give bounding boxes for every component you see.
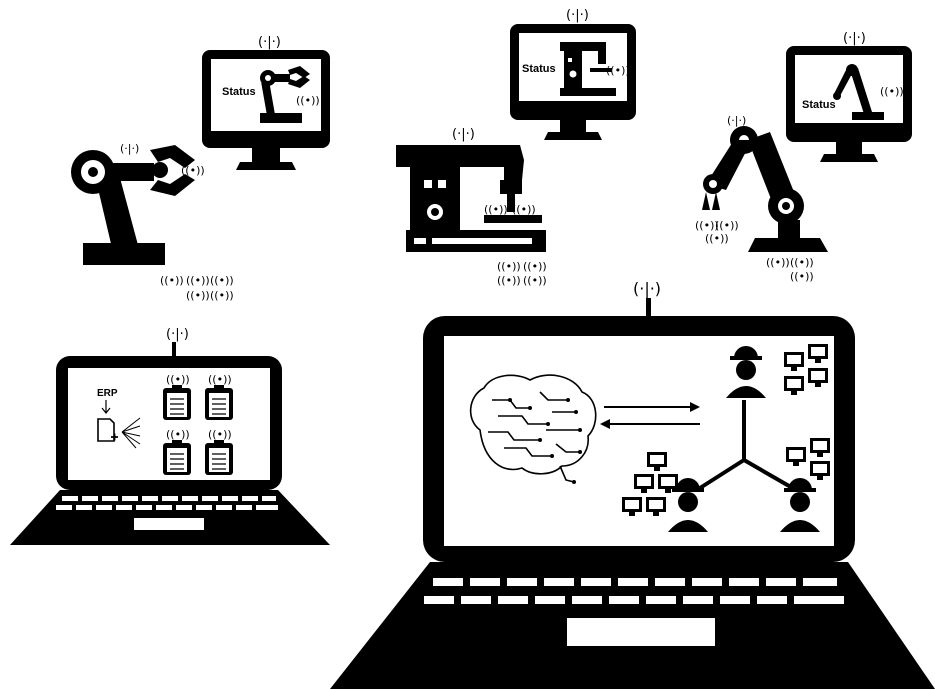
mini-monitor-icon <box>808 368 828 387</box>
monitor-robot-status-right: (·|·) Status ((•)) <box>786 31 912 162</box>
worker-helmet-icon <box>726 346 766 398</box>
worker-network <box>668 346 820 532</box>
mini-monitor-icon <box>784 376 804 395</box>
wireless-signal-icon: ((•)) <box>497 260 521 273</box>
antenna-icon: (·|·) <box>452 127 475 142</box>
wireless-signal-icon: ((•)) <box>880 85 904 98</box>
wireless-signal-icon: ((•)) <box>296 94 320 107</box>
status-label: Status <box>222 86 256 98</box>
antenna-icon: (·|·) <box>120 142 139 155</box>
milling-machine-icon: (·|·) ((•)) ((•)) <box>396 127 546 252</box>
wireless-signal-icon: ((•)) <box>790 270 814 283</box>
erp-laptop: (·|·) ERP <box>10 327 330 545</box>
wireless-signal-icon: ((•)) <box>695 219 719 232</box>
mini-monitor-cluster <box>784 344 828 395</box>
wireless-signal-icon: ((•)) <box>166 428 190 441</box>
antenna-icon: (·|·) <box>166 327 189 342</box>
keyboard <box>424 578 844 646</box>
antenna-icon: (·|·) <box>633 279 661 298</box>
wireless-signal-icon: ((•)) <box>715 219 739 232</box>
erp-label: ERP <box>97 388 118 399</box>
status-label: Status <box>802 99 836 111</box>
mini-monitor-icon <box>658 474 678 493</box>
worker-helmet-icon <box>780 478 820 532</box>
wireless-signal-icon: ((•)) <box>705 232 729 245</box>
wireless-signal-icon: ((•)) <box>512 203 536 216</box>
wireless-signal-icon: ((•)) <box>790 256 814 269</box>
wireless-signal-icon: ((•)) <box>166 373 190 386</box>
wireless-signal-icon: ((•)) <box>606 64 630 77</box>
wireless-signal-icon: ((•)) <box>186 289 210 302</box>
wireless-signal-icon: ((•)) <box>484 203 508 216</box>
clipboard-icon <box>163 385 191 420</box>
wireless-signal-icon: ((•)) <box>208 373 232 386</box>
monitor-machine-status: (·|·) Status ((•)) <box>510 8 636 140</box>
mini-monitor-cluster <box>786 438 830 480</box>
robot-arm-gripper-icon <box>71 145 195 265</box>
ai-laptop: (·|·) <box>330 279 935 689</box>
robot-arm-icon <box>833 64 884 120</box>
clipboard-icon <box>205 440 233 475</box>
wireless-signal-icon: ((•)) <box>523 274 547 287</box>
wireless-signal-icon: ((•)) <box>208 428 232 441</box>
clipboard-icon <box>205 385 233 420</box>
wireless-signal-icon: ((•)) <box>766 256 790 269</box>
mini-monitor-icon <box>646 497 666 516</box>
robot-arm-icon: (·|·) <box>702 114 828 252</box>
wireless-signal-icon: ((•)) <box>497 274 521 287</box>
clipboard-icon <box>163 440 191 475</box>
mini-monitor-icon <box>634 474 654 493</box>
mini-monitor-cluster <box>622 452 678 516</box>
share-arrows-icon <box>121 417 141 449</box>
mini-monitor-icon <box>810 461 830 480</box>
wireless-signal-icon: ((•)) <box>523 260 547 273</box>
wireless-signal-icon: ((•)) <box>181 164 205 177</box>
wireless-signal-icon: ((•)) <box>160 274 184 287</box>
brain-nodes <box>508 398 582 484</box>
bidirectional-arrows-icon <box>600 402 700 429</box>
monitor-robot-status: (·|·) Status ((•)) <box>202 35 330 170</box>
mini-monitor-icon <box>810 438 830 457</box>
mini-monitor-icon <box>786 447 806 466</box>
mini-monitor-icon <box>647 452 667 471</box>
wireless-signal-icon: ((•)) <box>186 274 210 287</box>
mini-monitor-icon <box>808 344 828 363</box>
antenna-icon: (·|·) <box>566 8 589 23</box>
antenna-icon: (·|·) <box>258 35 281 50</box>
mini-monitor-icon <box>622 497 642 516</box>
mini-monitor-icon <box>784 352 804 371</box>
wireless-signal-icon: ((•)) <box>210 274 234 287</box>
document-icon <box>97 418 118 442</box>
robot-arm-icon <box>260 66 310 123</box>
worker-helmet-icon <box>668 478 708 532</box>
keyboard <box>56 496 278 530</box>
milling-machine-icon <box>560 42 616 96</box>
antenna-icon: (·|·) <box>727 114 746 127</box>
status-label: Status <box>522 63 556 75</box>
antenna-icon: (·|·) <box>843 31 866 46</box>
ai-brain-icon <box>469 374 597 483</box>
wireless-signal-icon: ((•)) <box>210 289 234 302</box>
